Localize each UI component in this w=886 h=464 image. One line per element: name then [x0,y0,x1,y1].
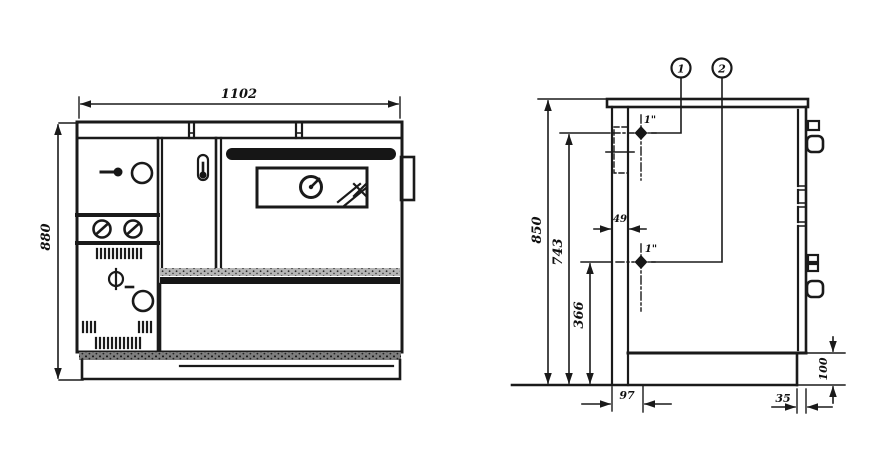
front-height-dimension: 880 [39,122,84,381]
plinth-height-dimension: 100 [798,336,846,404]
lower-door-latch [805,253,825,299]
side-view: 1 2 [510,57,846,414]
glass-hatch-icon [336,182,368,208]
front-height-label: 880 [39,223,54,250]
oven-handle-bar [226,148,396,160]
front-view: 1102 880 [39,87,416,381]
side-bracket [399,155,416,202]
lower-connection-dimension: 366 [572,261,612,385]
upper-door-latch [805,119,825,154]
connection-1-size-label: 1" [644,115,656,126]
connection-offset-dimension: 97 [581,385,672,413]
lower-connection-label: 366 [572,301,587,328]
callout-2-label: 2 [717,63,726,76]
callout-1-leader [651,77,682,134]
side-front-face [796,105,825,355]
base-band [79,352,401,360]
middle-door [160,136,223,270]
connection-1: 1" [611,114,657,181]
top-vent-grille [95,247,143,260]
callout-2-leader [651,77,723,263]
side-height-label: 850 [530,216,545,243]
control-knob [130,161,154,185]
callout-1-label: 1 [677,63,685,76]
top-splash-rail [75,120,404,140]
plinth [80,358,402,381]
oven-section [226,148,396,209]
side-top-plate [605,97,810,109]
connection-2-size-label: 1" [645,244,657,255]
callout-1: 1 [651,57,692,134]
boiler-column [75,136,160,354]
connection-offset-label: 97 [619,389,635,402]
front-recess-label: 35 [775,392,790,405]
side-height-dimension: 850 [530,98,608,385]
front-width-label: 1102 [221,87,257,102]
bottom-left-vents [81,320,97,334]
hidden-pipe [613,126,629,174]
key-symbol [107,267,135,291]
burner-knobs [92,219,143,239]
callout-2: 2 [651,57,733,263]
thermometer-icon [196,153,210,182]
channel-depth-label: 49 [613,214,627,225]
upper-connection-label: 743 [551,238,566,265]
bottom-vent-grille [94,336,142,350]
rear-channel [605,105,635,387]
air-control-lever [99,167,123,177]
upper-connection-dimension: 743 [551,132,611,385]
firebox-door-knob [131,289,155,313]
channel-depth-dimension: 49 [593,214,647,233]
temperature-gauge-icon [299,175,323,199]
front-width-dimension: 1102 [78,87,401,119]
firebox-door [81,247,155,350]
cooktop-edge-band [160,268,400,276]
front-recess-dimension: 35 [771,388,833,414]
drawer-handle-band [160,277,400,284]
bottom-right-vents [137,320,153,334]
plinth-height-label: 100 [817,357,830,380]
connection-2: 1" [615,243,657,312]
